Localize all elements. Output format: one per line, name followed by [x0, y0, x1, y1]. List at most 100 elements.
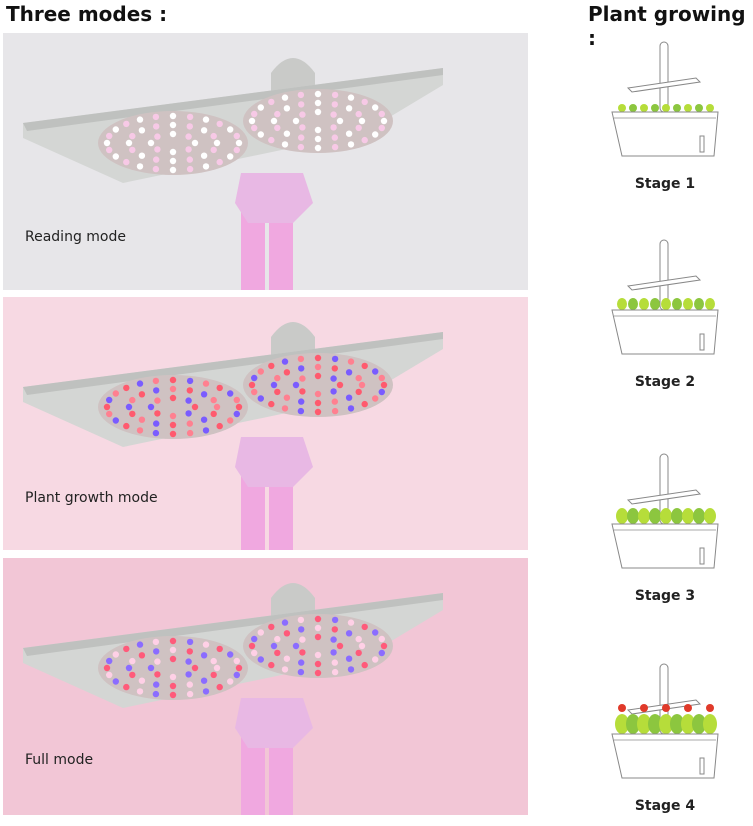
led: [358, 381, 366, 389]
led: [152, 113, 160, 121]
led: [283, 105, 291, 112]
led: [106, 146, 113, 154]
led: [169, 148, 177, 156]
leaf: [682, 508, 694, 524]
led: [169, 166, 177, 174]
led: [186, 648, 193, 655]
led: [216, 422, 223, 430]
led: [345, 130, 353, 137]
led: [186, 420, 193, 427]
led: [314, 399, 322, 407]
led: [216, 645, 223, 653]
stage-label: Stage 1: [634, 176, 696, 192]
led: [136, 427, 144, 434]
led: [283, 130, 291, 137]
led: [153, 681, 160, 688]
led: [314, 90, 322, 98]
led: [331, 101, 338, 108]
led: [257, 656, 264, 663]
leaf: [703, 714, 717, 734]
planter-illustration: [611, 239, 719, 355]
led: [154, 397, 161, 404]
led: [191, 403, 199, 411]
led: [235, 403, 243, 411]
led: [136, 380, 144, 387]
led: [281, 141, 289, 148]
stage-1: Stage 1: [590, 40, 740, 192]
leaf: [618, 104, 626, 112]
led: [299, 111, 306, 118]
led: [355, 635, 362, 643]
led: [202, 380, 210, 387]
led: [138, 391, 146, 398]
led: [154, 146, 161, 153]
led: [270, 642, 278, 650]
led: [185, 397, 192, 404]
led: [274, 635, 281, 643]
led: [330, 388, 337, 395]
led: [331, 407, 339, 415]
led: [112, 153, 120, 160]
led: [314, 669, 322, 677]
reading-mode-panel: Reading mode: [3, 33, 528, 290]
led: [314, 372, 322, 380]
leaf: [638, 508, 650, 524]
led: [314, 99, 322, 107]
led: [202, 641, 210, 648]
leaf: [683, 298, 693, 310]
led: [257, 629, 264, 636]
led: [297, 668, 305, 676]
led: [152, 690, 160, 698]
led: [268, 362, 275, 370]
led: [210, 396, 217, 404]
led: [200, 677, 208, 684]
led: [186, 690, 194, 698]
led: [378, 374, 385, 382]
led: [185, 133, 192, 140]
led: [202, 427, 210, 434]
led: [292, 642, 300, 650]
led: [314, 651, 322, 659]
led: [129, 671, 136, 679]
led: [372, 131, 379, 138]
led: [270, 381, 278, 389]
led: [123, 120, 130, 128]
led: [314, 108, 322, 116]
led: [210, 657, 217, 665]
led: [169, 385, 177, 393]
led: [202, 688, 210, 695]
led: [251, 649, 258, 657]
led: [314, 354, 322, 362]
full-mode-panel: Full mode: [3, 558, 528, 815]
led: [200, 416, 208, 423]
flower: [618, 704, 626, 712]
led: [380, 381, 388, 389]
led: [257, 395, 264, 402]
led: [210, 671, 217, 679]
led: [330, 636, 337, 643]
led: [169, 691, 177, 699]
led: [200, 391, 208, 398]
stage-4: Stage 4: [590, 662, 740, 814]
led: [330, 111, 337, 118]
planter-illustration: [611, 453, 719, 569]
led: [345, 105, 353, 112]
led: [153, 420, 160, 427]
led: [169, 682, 177, 690]
led: [169, 376, 177, 384]
led: [299, 375, 306, 382]
led: [169, 655, 177, 663]
led: [345, 394, 353, 401]
led: [314, 144, 322, 152]
led: [154, 410, 161, 417]
mode-label: Full mode: [25, 752, 94, 768]
led: [191, 139, 199, 147]
led: [372, 656, 379, 663]
led: [331, 626, 338, 633]
led: [361, 136, 368, 144]
plant-growth-mode-panel: Plant growth mode: [3, 297, 528, 550]
led: [347, 94, 355, 101]
led: [345, 369, 353, 376]
led: [314, 408, 322, 416]
led: [361, 400, 368, 408]
